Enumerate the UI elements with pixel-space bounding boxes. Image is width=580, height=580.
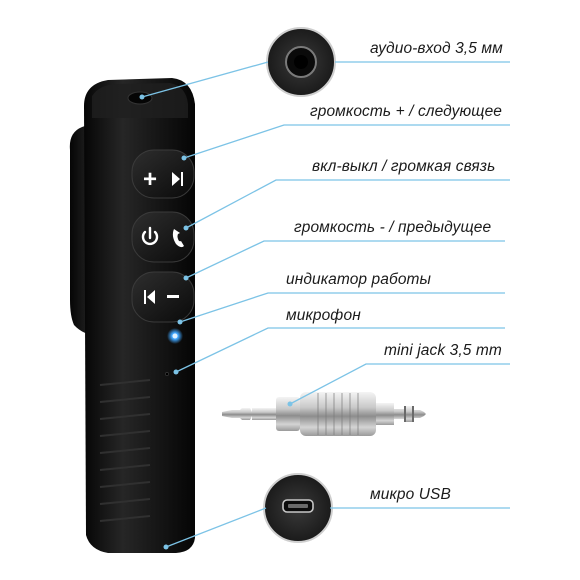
zoom-audio-jack <box>266 27 336 97</box>
label-indicator: индикатор работы <box>286 271 432 288</box>
label-power-call: вкл-выкл / громкая связь <box>312 158 496 175</box>
label-vol-down-prev: громкость - / предыдущее <box>294 219 492 236</box>
button-vol-up-next[interactable]: + <box>131 149 195 199</box>
leader-dots <box>139 94 293 550</box>
phone-icon <box>172 229 184 248</box>
grip-ribs <box>99 379 151 522</box>
plus-icon: + <box>143 166 157 193</box>
led-indicator <box>172 333 178 339</box>
label-mini-jack: mini jack 3,5 mm <box>384 342 502 359</box>
button-vol-down-prev[interactable] <box>131 271 195 323</box>
microphone-hole <box>165 372 169 376</box>
next-track-icon <box>172 172 183 186</box>
button-power-call[interactable] <box>131 211 195 263</box>
minus-icon <box>167 295 179 298</box>
label-vol-up-next: громкость + / следующее <box>310 103 503 120</box>
zoom-micro-usb <box>263 473 333 543</box>
label-micro-usb: микро USB <box>370 486 451 503</box>
previous-track-icon <box>144 290 155 304</box>
mini-jack-plug <box>222 392 426 436</box>
label-microphone: микрофон <box>286 307 361 324</box>
power-icon <box>141 230 159 246</box>
leader-lines <box>141 61 510 548</box>
label-audio-in: аудио-вход 3,5 мм <box>370 40 503 57</box>
